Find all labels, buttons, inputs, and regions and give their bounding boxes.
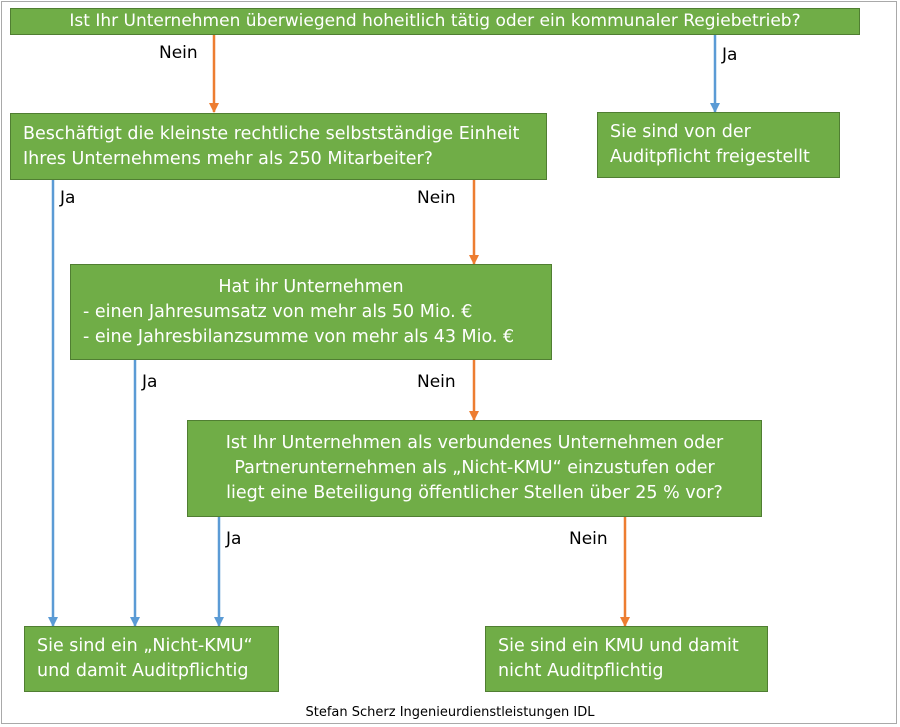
- question-verbunden-line-1: Ist Ihr Unternehmen als verbundenes Unte…: [225, 433, 724, 453]
- question-mitarbeiter-line-2: Ihres Unternehmens mehr als 250 Mitarbei…: [23, 148, 433, 169]
- question-verbunden: Ist Ihr Unternehmen als verbundenes Unte…: [187, 420, 762, 517]
- edge-label-q2-ja: Ja: [60, 188, 76, 208]
- edge-label-q4-nein: Nein: [569, 529, 608, 549]
- result-nicht-kmu-line-1: Sie sind ein „Nicht-KMU“: [37, 636, 253, 656]
- result-nicht-kmu: Sie sind ein „Nicht-KMU“ und damit Audit…: [24, 626, 279, 692]
- question-hoheitlich: Ist Ihr Unternehmen überwiegend hoheitli…: [10, 8, 860, 35]
- question-umsatz-bilanz-line-1: Hat ihr Unternehmen: [218, 276, 404, 297]
- author-credit: Stefan Scherz Ingenieurdienstleistungen …: [305, 705, 595, 720]
- edge-label-q4-ja: Ja: [226, 529, 242, 549]
- result-kmu: Sie sind ein KMU und damit nicht Auditpf…: [485, 626, 768, 692]
- result-freigestellt-line-2: Auditpflicht freigestellt: [610, 147, 810, 167]
- question-mitarbeiter-line-1: Beschäftigt die kleinste rechtliche selb…: [23, 123, 520, 144]
- result-kmu-line-2: nicht Auditpflichtig: [498, 661, 664, 681]
- question-umsatz-bilanz: Hat ihr Unternehmen - einen Jahresumsatz…: [70, 264, 552, 360]
- result-freigestellt-line-1: Sie sind von der: [610, 122, 751, 142]
- question-verbunden-line-2: Partnerunternehmen als „Nicht-KMU“ einzu…: [234, 458, 715, 478]
- question-umsatz-bilanz-line-3: - eine Jahresbilanzsumme von mehr als 43…: [83, 326, 515, 347]
- question-mitarbeiter: Beschäftigt die kleinste rechtliche selb…: [10, 113, 547, 180]
- edge-label-q1-nein: Nein: [159, 43, 198, 63]
- edge-label-q1-ja: Ja: [722, 45, 738, 65]
- edge-label-q3-nein: Nein: [417, 372, 456, 392]
- question-hoheitlich-line-1: Ist Ihr Unternehmen überwiegend hoheitli…: [69, 11, 801, 31]
- edge-label-q3-ja: Ja: [142, 372, 158, 392]
- result-freigestellt: Sie sind von der Auditpflicht freigestel…: [597, 112, 840, 178]
- question-umsatz-bilanz-line-2: - einen Jahresumsatz von mehr als 50 Mio…: [83, 301, 473, 322]
- result-nicht-kmu-line-2: und damit Auditpflichtig: [37, 661, 249, 681]
- edge-label-q2-nein: Nein: [417, 188, 456, 208]
- result-kmu-line-1: Sie sind ein KMU und damit: [498, 636, 739, 656]
- question-verbunden-line-3: liegt eine Beteiligung öffentlicher Stel…: [226, 483, 723, 503]
